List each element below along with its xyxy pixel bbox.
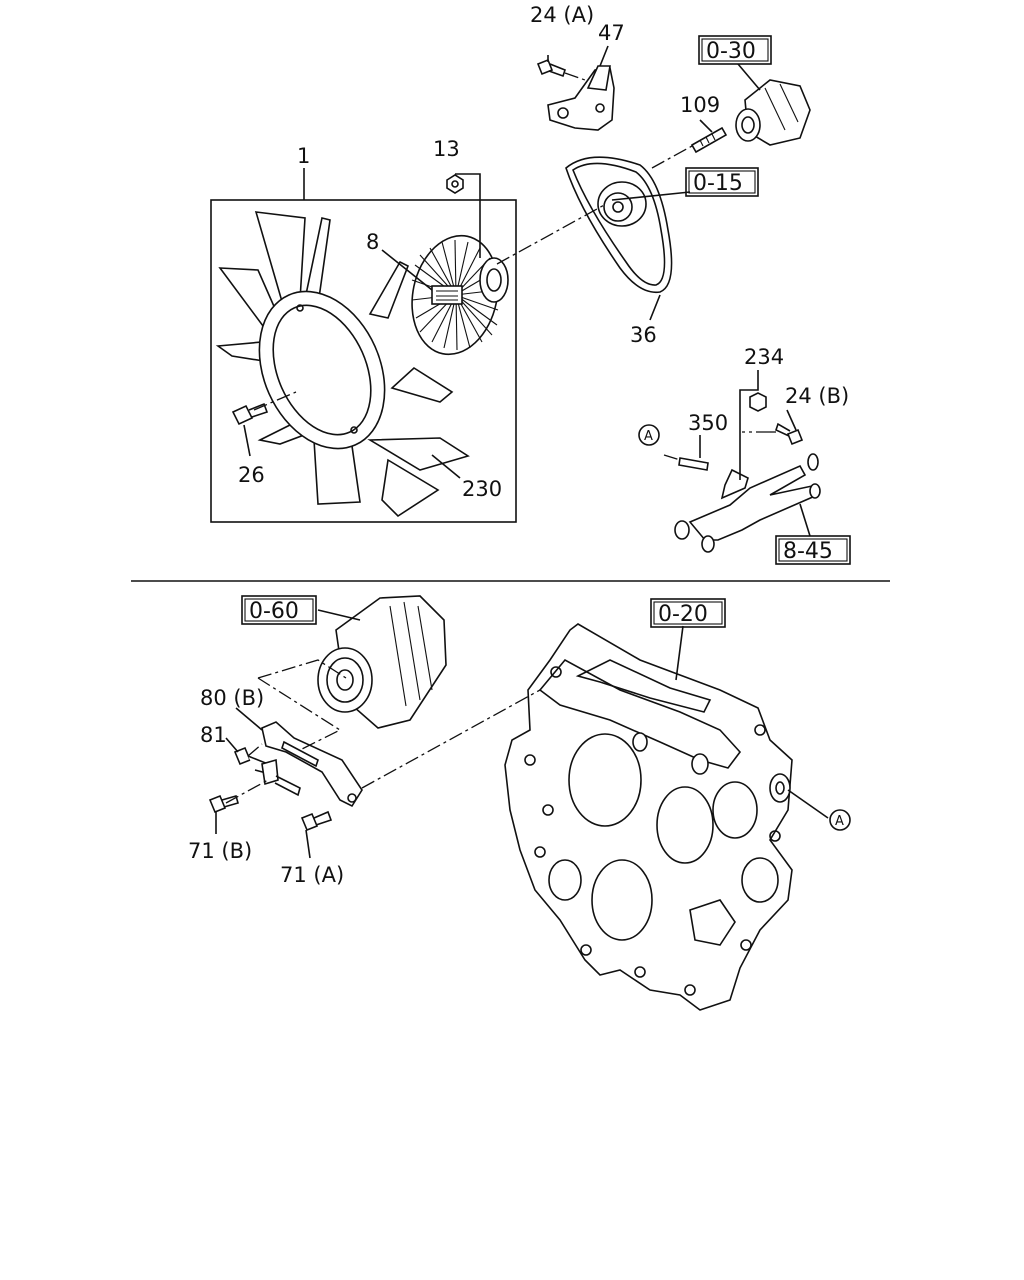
label-230: 230 bbox=[462, 477, 502, 501]
svg-text:0-60: 0-60 bbox=[249, 599, 299, 624]
water-outlet-pipe bbox=[674, 453, 821, 553]
bolt-81 bbox=[233, 746, 301, 797]
bolt-24b bbox=[775, 422, 804, 446]
alignment-lines-upper bbox=[253, 72, 776, 461]
label-81: 81 bbox=[200, 723, 227, 747]
label-109: 109 bbox=[680, 93, 720, 117]
label-36: 36 bbox=[630, 323, 657, 347]
bolt-71a bbox=[300, 810, 333, 832]
pulley bbox=[597, 181, 647, 227]
ref-box-0-60: 0-60 bbox=[241, 595, 317, 625]
bolt-71b bbox=[208, 794, 239, 814]
svg-text:8-45: 8-45 bbox=[783, 539, 833, 564]
label-24b: 24 (B) bbox=[785, 384, 849, 408]
adjusting-bracket bbox=[261, 721, 363, 808]
label-26: 26 bbox=[238, 463, 265, 487]
label-71a: 71 (A) bbox=[280, 863, 344, 887]
svg-text:0-20: 0-20 bbox=[658, 602, 708, 627]
nut-13 bbox=[446, 174, 464, 194]
fan-ring bbox=[258, 290, 386, 450]
label-80b: 80 (B) bbox=[200, 686, 264, 710]
label-13: 13 bbox=[433, 137, 460, 161]
fan-assembly-box bbox=[210, 199, 517, 523]
bracket-47 bbox=[547, 65, 615, 131]
label-1: 1 bbox=[297, 144, 310, 168]
label-47: 47 bbox=[598, 21, 625, 45]
alignment-lines-lower bbox=[225, 659, 541, 804]
label-71b: 71 (B) bbox=[188, 839, 252, 863]
nut-234 bbox=[749, 392, 767, 412]
svg-text:0-30: 0-30 bbox=[706, 39, 756, 64]
svg-text:A: A bbox=[835, 814, 844, 829]
marker-a-lower: A bbox=[829, 809, 851, 831]
ref-box-8-45: 8-45 bbox=[775, 535, 851, 565]
gear-case bbox=[504, 623, 793, 1011]
label-234: 234 bbox=[744, 345, 784, 369]
label-350: 350 bbox=[688, 411, 728, 435]
bolt-24a bbox=[536, 58, 566, 78]
stud-109 bbox=[690, 126, 728, 154]
ref-box-0-15: 0-15 bbox=[685, 167, 759, 197]
ref-box-0-30: 0-30 bbox=[698, 35, 772, 65]
svg-text:A: A bbox=[644, 429, 653, 444]
label-8: 8 bbox=[366, 230, 379, 254]
alternator bbox=[317, 595, 447, 729]
stud-350 bbox=[678, 457, 709, 471]
ref-box-0-20: 0-20 bbox=[650, 598, 726, 628]
fan-clutch bbox=[411, 234, 509, 356]
water-pump bbox=[735, 79, 811, 146]
leader-lines-lower bbox=[215, 609, 829, 859]
bolt-26 bbox=[231, 402, 269, 426]
leader-lines-upper bbox=[243, 45, 811, 537]
v-belt-36 bbox=[565, 156, 673, 294]
marker-a-upper: A bbox=[638, 424, 660, 446]
label-24a: 24 (A) bbox=[530, 3, 594, 27]
svg-text:0-15: 0-15 bbox=[693, 171, 743, 196]
